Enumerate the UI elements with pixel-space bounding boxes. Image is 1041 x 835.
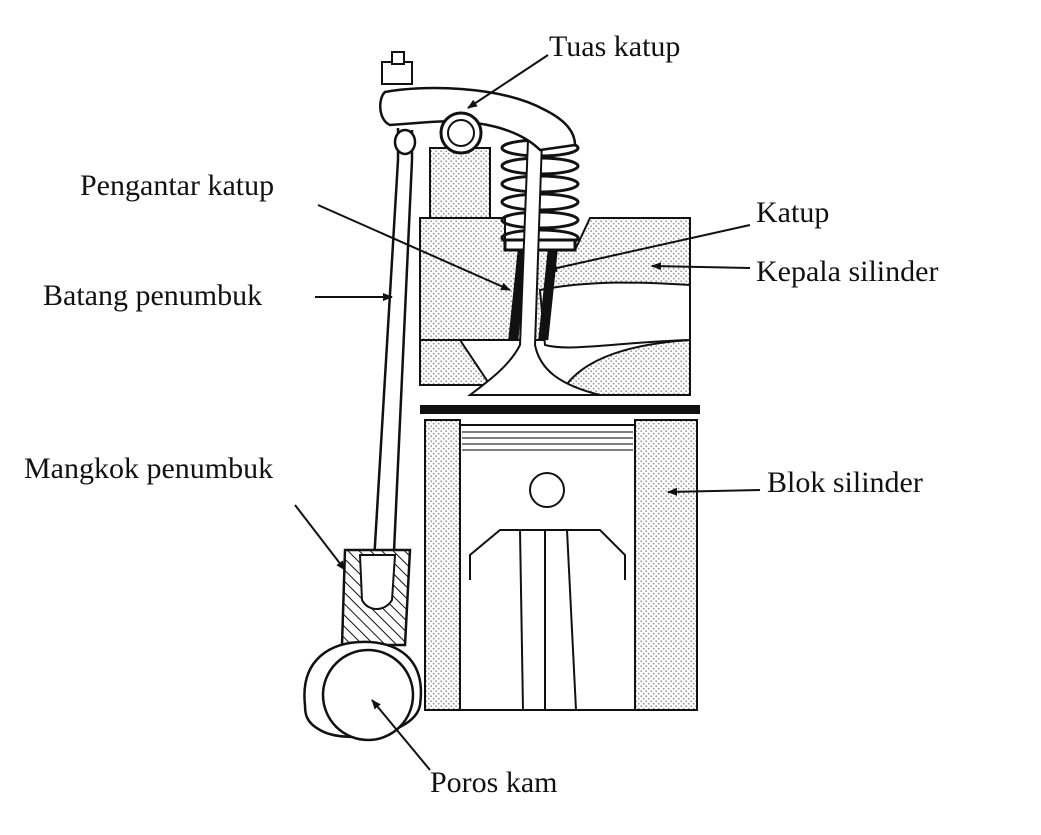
label-kepala-silinder: Kepala silinder — [756, 255, 939, 288]
label-poros-kam: Poros kam — [430, 766, 558, 799]
label-batang-penumbuk: Batang penumbuk — [43, 279, 263, 312]
cylinder-head — [419, 217, 700, 414]
label-katup: Katup — [756, 196, 830, 229]
label-mangkok-penumbuk: Mangkok penumbuk — [24, 452, 274, 485]
tappet — [340, 548, 412, 647]
label-tuas-katup: Tuas katup — [549, 30, 681, 63]
label-pengantar-katup: Pengantar katup — [80, 169, 275, 202]
camshaft — [303, 640, 423, 742]
rocker-pedestal — [429, 147, 491, 219]
rocker-arm — [379, 51, 577, 155]
valve — [467, 139, 601, 396]
piston — [459, 424, 636, 711]
leader-lines — [294, 54, 761, 771]
push-rod — [370, 128, 417, 596]
label-blok-silinder: Blok silinder — [767, 466, 923, 499]
